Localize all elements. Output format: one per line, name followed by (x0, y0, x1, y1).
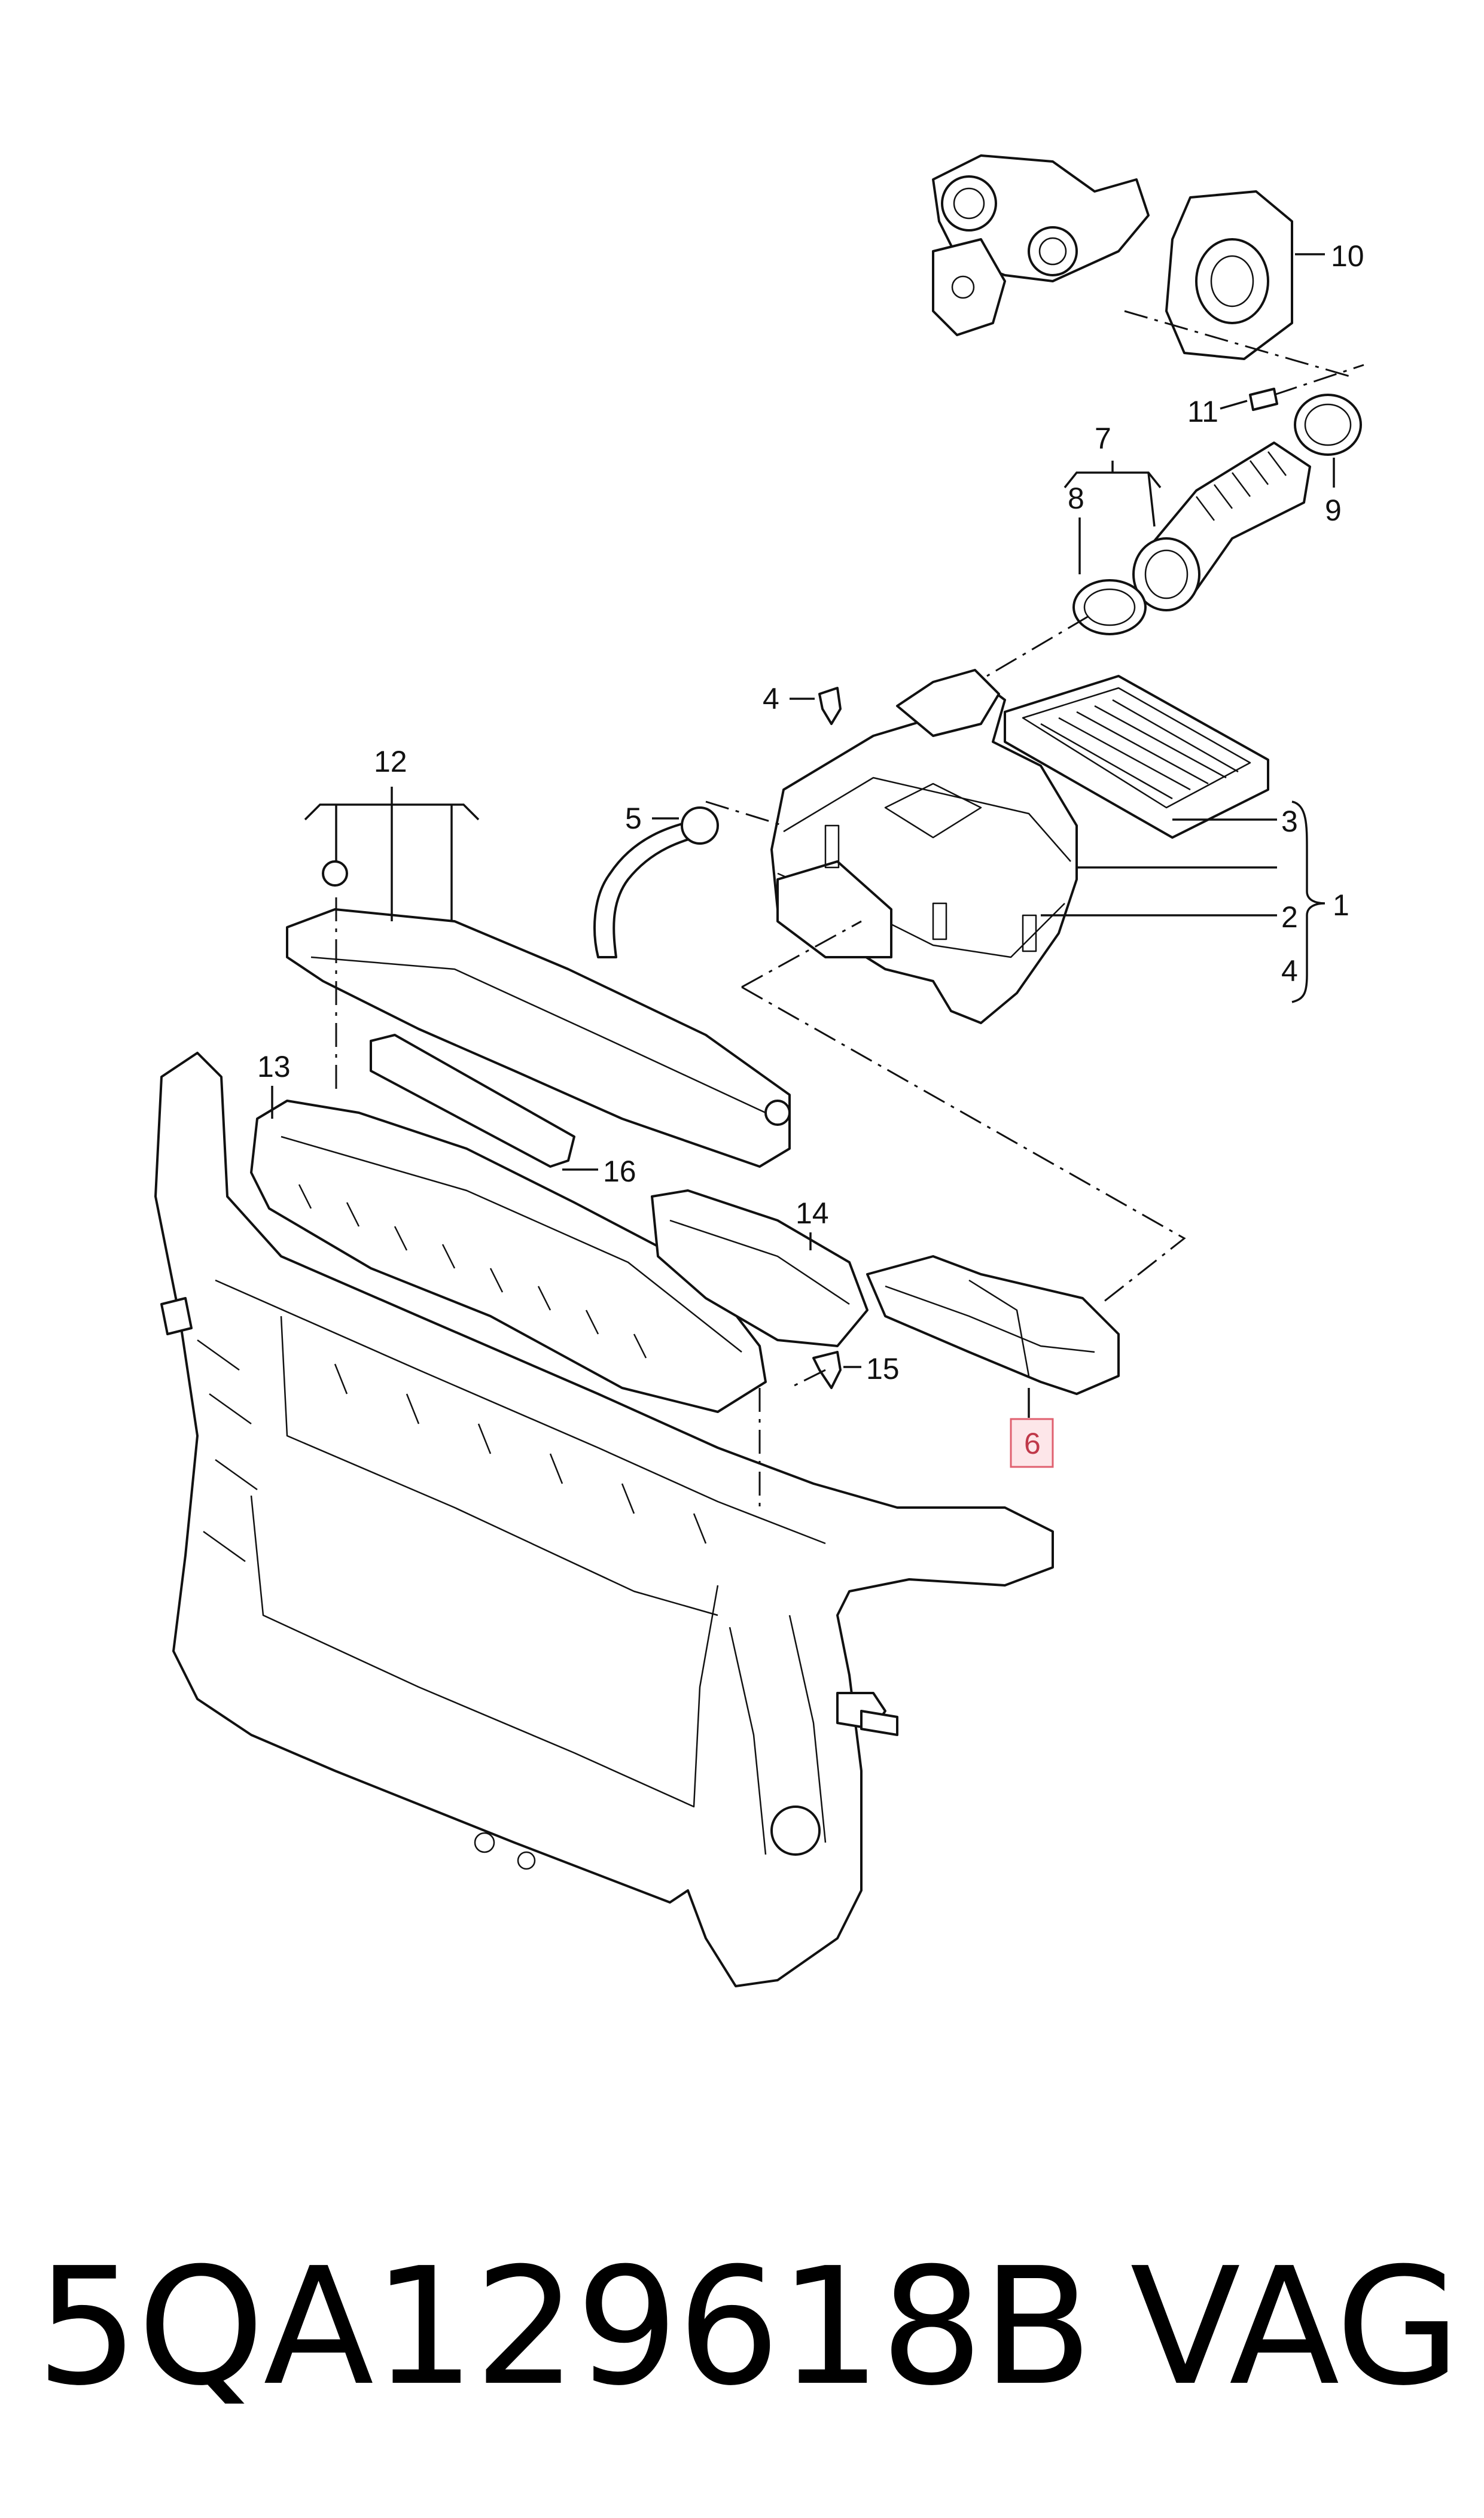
callout-12: 12 (374, 745, 407, 778)
exploded-parts-diagram: 10 11 9 7 8 4 5 3 2 1 4 12 (154, 154, 1364, 1987)
caption-bar: 5QA129618B VAG (36, 2233, 1461, 2421)
callout-8: 8 (1068, 482, 1084, 515)
part-11-bolt (1249, 388, 1278, 411)
part-14-bracket-duct (651, 1189, 869, 1347)
part-16-seal-strip (370, 1034, 575, 1168)
callout-4-lower: 4 (1281, 954, 1298, 988)
callout-9: 9 (1325, 494, 1342, 527)
part-3-air-filter (1004, 675, 1269, 839)
part-1-air-filter-housing (770, 669, 1078, 1024)
brand-text: VAG (1130, 2233, 1461, 2421)
callout-13: 13 (257, 1050, 291, 1083)
part-10-intake-housing (932, 154, 1293, 360)
callout-2: 2 (1281, 900, 1298, 934)
front-carrier-frame (154, 1052, 1054, 1987)
callout-14: 14 (796, 1196, 829, 1230)
callout-5: 5 (625, 802, 642, 835)
callout-1: 1 (1333, 888, 1349, 922)
part-number-text: 5QA129618B (36, 2233, 1093, 2421)
highlight-box (1010, 1418, 1054, 1468)
part-6-air-guide (866, 1255, 1120, 1395)
part-5-breather-hose (593, 806, 719, 958)
callout-16: 16 (603, 1155, 636, 1188)
part-15-screw (812, 1351, 842, 1389)
part-9-hose-clamp (1294, 394, 1362, 456)
part-4-bolt (818, 687, 842, 725)
callout-3: 3 (1281, 805, 1298, 838)
callout-11: 11 (1187, 395, 1218, 428)
part-13-lower-air-duct (250, 1100, 767, 1413)
part-12-upper-air-guide (286, 860, 791, 1168)
callout-7: 7 (1095, 422, 1111, 455)
callout-15: 15 (866, 1352, 900, 1386)
callout-6: 6 (1024, 1427, 1041, 1460)
callout-4: 4 (763, 682, 779, 715)
part-8-hose-clamp (1072, 579, 1147, 635)
callouts: 10 11 9 7 8 4 5 3 2 1 4 12 (257, 239, 1364, 1468)
assembly-lines (335, 310, 1364, 1508)
part-7-air-hose (1132, 442, 1311, 611)
callout-10: 10 (1331, 239, 1364, 273)
